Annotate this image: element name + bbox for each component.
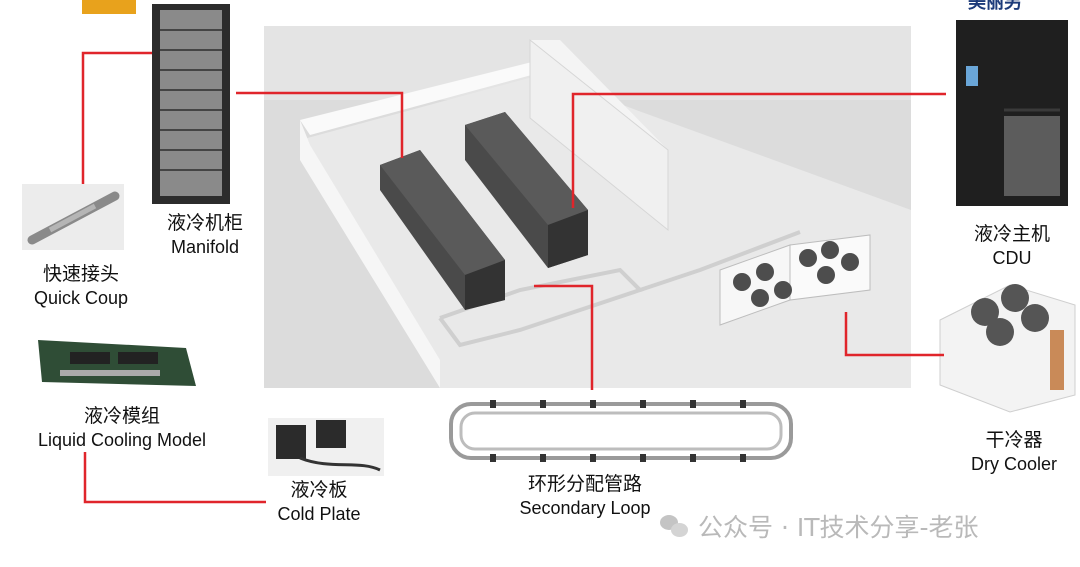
secondary-loop-image [449, 400, 793, 462]
wechat-logo-icon [660, 513, 690, 539]
watermark-text: 公众号 · IT技术分享-老张 [698, 513, 979, 542]
connector-cdu [571, 92, 946, 208]
label-dry-cooler-cn: 干冷器 [985, 429, 1043, 451]
connector-lines [81, 51, 946, 504]
label-dry-cooler-en: Dry Cooler [970, 454, 1058, 474]
label-cdu: 液冷主机 CDU [952, 222, 1072, 270]
cdu-image [956, 20, 1068, 206]
label-cdu-cn: 液冷主机 [973, 223, 1050, 245]
label-cold-plate-en: Cold Plate [277, 504, 361, 524]
connector-manifold [236, 91, 404, 158]
manifold-rack-image [152, 4, 230, 204]
data-hall-scene [264, 26, 911, 388]
dry-cooler-units-scene [719, 234, 871, 326]
label-cooling-model-cn: 液冷模组 [83, 405, 160, 427]
label-manifold: 液冷机柜 Manifold [150, 211, 260, 259]
label-secondary-loop-en: Secondary Loop [519, 498, 651, 518]
connector-dry-cooler [844, 312, 944, 357]
rack-row-left [380, 150, 505, 310]
label-quick-coup: 快速接头 Quick Coup [16, 262, 146, 310]
label-cooling-model: 液冷模组 Liquid Cooling Model [14, 404, 230, 452]
rack-row-right [465, 112, 588, 268]
dry-cooler-image [939, 284, 1076, 413]
label-cold-plate: 液冷板 Cold Plate [264, 478, 374, 526]
label-cdu-en: CDU [992, 248, 1032, 268]
label-cooling-model-en: Liquid Cooling Model [37, 430, 207, 450]
watermark: 公众号 · IT技术分享-老张 [660, 508, 979, 544]
label-manifold-cn: 液冷机柜 [166, 212, 243, 234]
connector-secondary-loop [534, 284, 594, 390]
connector-cooling-model-cold-plate [83, 452, 266, 504]
cold-plate-image [268, 418, 384, 476]
label-manifold-en: Manifold [170, 237, 240, 257]
quick-coupling-image [22, 184, 124, 250]
label-quick-coup-en: Quick Coup [33, 288, 129, 308]
label-secondary-loop-cn: 环形分配管路 [527, 473, 642, 495]
label-dry-cooler: 干冷器 Dry Cooler [952, 428, 1076, 476]
label-secondary-loop: 环形分配管路 Secondary Loop [500, 472, 670, 520]
connector-quick-coup [81, 51, 152, 184]
top-right-heading-fragment: 美丽另 [968, 0, 1022, 13]
cooling-module-image [38, 340, 196, 386]
label-cold-plate-cn: 液冷板 [290, 479, 348, 501]
label-quick-coup-cn: 快速接头 [42, 263, 119, 285]
orange-tab [82, 0, 136, 14]
